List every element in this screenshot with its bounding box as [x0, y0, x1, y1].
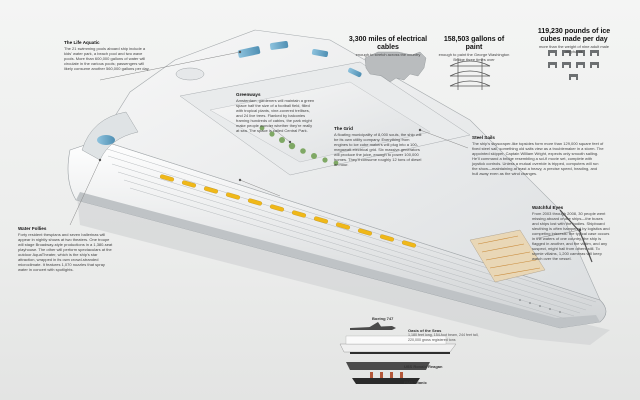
callout-greenways: Greenways Amsterdam, gardeners will main…: [236, 92, 316, 133]
callout-grid: The Grid A floating municipality of 8,00…: [334, 126, 422, 167]
hull-waterline: [76, 192, 600, 328]
central-park-trees: [259, 125, 339, 166]
bridge-icon: [449, 58, 491, 90]
callout-grid-body: A floating municipality of 8,000 souls, …: [334, 132, 422, 167]
stat-ice-value: 119,230 pounds of ice cubes made per day: [537, 28, 611, 43]
callout-aqua: The Life Aquatic The 21 swimming pools a…: [64, 40, 150, 71]
bridge-windows: [559, 209, 593, 263]
theater-seats: [477, 235, 541, 277]
callout-steel-body: The ship's skyscraper-like topsides form…: [472, 141, 604, 176]
titanic-label: RMS Titanic: [404, 380, 427, 385]
oasis-title: Oasis of the Seas: [408, 328, 442, 333]
callout-steel-title: Steel Sails: [472, 135, 495, 140]
callout-greenways-body: Amsterdam, gardeners will maintain a gre…: [236, 98, 315, 133]
stat-cables-value: 3,300 miles of electrical cables: [348, 36, 428, 51]
stat-ice-sub: more than the weight of nine adult male …: [538, 44, 610, 54]
stat-paint-value: 158,503 gallons of paint: [443, 36, 505, 51]
dome: [175, 67, 205, 81]
boeing-label: Boeing 747: [372, 316, 394, 321]
callout-watchful: Watchful Eyes From 2003 through 2008, 30…: [532, 205, 610, 261]
leader-lines: [69, 51, 581, 239]
callout-grid-title: The Grid: [334, 126, 353, 131]
reagan-profile: [346, 362, 430, 370]
usa-map-icon: [364, 51, 427, 83]
callout-water: Water Follies Forty resident thespians a…: [18, 226, 114, 272]
stat-cables-sub: enough to stretch across the country: [355, 52, 421, 57]
callout-aqua-title: The Life Aquatic: [64, 40, 100, 45]
callout-aqua-body: The 21 swimming pools aboard ship includ…: [64, 46, 150, 71]
elephant-icons: [548, 50, 599, 80]
titanic-profile: [352, 378, 420, 384]
callout-watchful-title: Watchful Eyes: [532, 205, 564, 210]
stat-paint: 158,503 gallons of paint enough to paint…: [438, 36, 510, 62]
callout-greenways-title: Greenways: [236, 92, 261, 97]
pools: [237, 41, 362, 78]
callout-watchful-body: From 2003 through 2008, 30 people went m…: [532, 211, 610, 261]
stat-paint-sub: enough to paint the George Washington Br…: [438, 52, 510, 62]
reagan-label: USS Ronald Reagan: [404, 364, 443, 369]
stat-ice: 119,230 pounds of ice cubes made per day…: [536, 28, 612, 54]
callout-water-body: Forty resident thespians and seven balle…: [18, 232, 113, 272]
oasis-profile: [339, 343, 457, 353]
portholes: [519, 299, 561, 313]
lifeboats: [160, 174, 416, 248]
stat-cables: 3,300 miles of electrical cables enough …: [340, 36, 436, 57]
callout-water-title: Water Follies: [18, 226, 47, 231]
oasis-sub: 1,180 feet long, 154-foot beam, 244 feet…: [408, 333, 479, 342]
callout-steel: Steel Sails The ship's skyscraper-like t…: [472, 135, 604, 176]
